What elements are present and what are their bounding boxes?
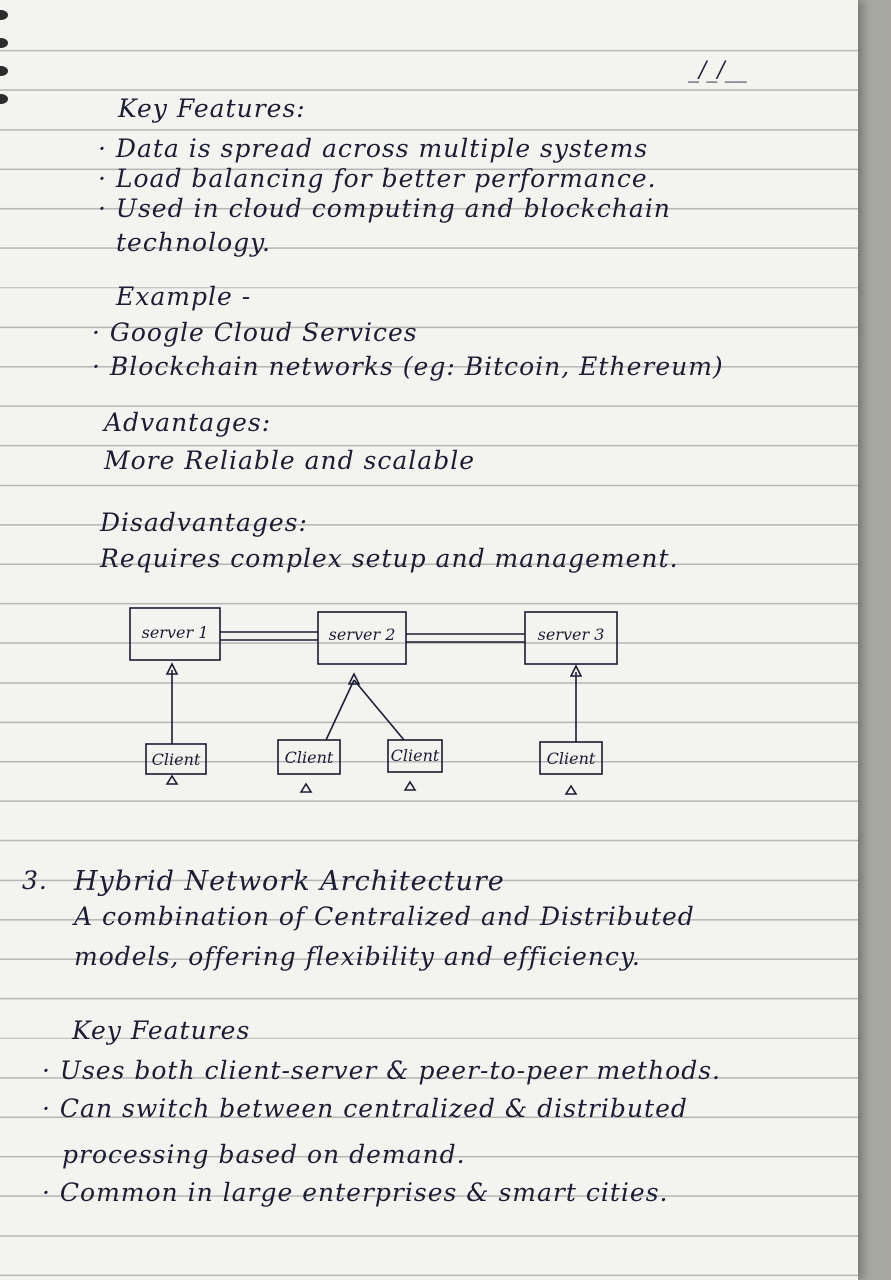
section3-feature-line-4: · Common in large enterprises & smart ci… <box>42 1178 669 1207</box>
section3-key-features-heading: Key Features <box>72 1016 251 1045</box>
section3-feature-text-2: Can switch between centralized & distrib… <box>59 1094 688 1123</box>
client-label-3: Client <box>391 746 440 765</box>
section3-feature-line-3: processing based on demand. <box>62 1140 466 1169</box>
feature-line-4: technology. <box>116 228 271 257</box>
example-text-1: Google Cloud Services <box>109 318 418 347</box>
date-field: _/_/__ <box>688 58 747 83</box>
server-label-2: server 2 <box>329 625 396 644</box>
spiral-binding <box>0 0 10 120</box>
client-label-2: Client <box>285 748 334 767</box>
server-box-2 <box>317 611 407 665</box>
section3-feature-text-4: Common in large enterprises & smart citi… <box>59 1178 669 1207</box>
section3-number: 3. <box>22 866 48 895</box>
client-label-1: Client <box>152 750 201 769</box>
example-text-2: Blockchain networks (eg: Bitcoin, Ethere… <box>109 352 724 381</box>
feature-text-3: Used in cloud computing and blockchain <box>115 194 671 223</box>
section3-title: Hybrid Network Architecture <box>74 866 505 897</box>
notebook-page: _/_/__ Key Features: · Data is spread ac… <box>0 0 858 1280</box>
key-features-heading: Key Features: <box>118 94 306 123</box>
feature-text-1: Data is spread across multiple systems <box>115 134 649 163</box>
client-box-3 <box>387 739 443 773</box>
diagram-svg: server 1 server 2 server 3 Client Client… <box>129 607 618 795</box>
client-box-2 <box>277 739 341 775</box>
feature-text-2: Load balancing for better performance. <box>115 164 657 193</box>
server-box-3 <box>524 611 618 665</box>
network-diagram: server 1 server 2 server 3 Client Client… <box>120 600 640 800</box>
client-label-4: Client <box>547 749 596 768</box>
server-box-1 <box>129 607 221 661</box>
section3-feature-line-1: · Uses both client-server & peer-to-peer… <box>42 1056 722 1085</box>
disadvantages-heading: Disadvantages: <box>100 508 308 537</box>
disadvantages-text: Requires complex setup and management. <box>100 544 679 573</box>
section3-desc-1: A combination of Centralized and Distrib… <box>74 902 695 931</box>
section3-feature-line-2: · Can switch between centralized & distr… <box>42 1094 688 1123</box>
feature-line-1: · Data is spread across multiple systems <box>98 134 649 163</box>
feature-line-3: · Used in cloud computing and blockchain <box>98 194 671 223</box>
client-box-1 <box>145 743 207 775</box>
advantages-heading: Advantages: <box>104 408 272 437</box>
example-heading: Example - <box>116 282 252 311</box>
example-line-2: · Blockchain networks (eg: Bitcoin, Ethe… <box>92 352 724 381</box>
client-box-4 <box>539 741 603 775</box>
example-line-1: · Google Cloud Services <box>92 318 418 347</box>
server-label-1: server 1 <box>142 623 209 642</box>
section3-feature-text-1: Uses both client-server & peer-to-peer m… <box>59 1056 722 1085</box>
feature-line-2: · Load balancing for better performance. <box>98 164 657 193</box>
section3-desc-2: models, offering flexibility and efficie… <box>74 942 641 971</box>
advantages-text: More Reliable and scalable <box>104 446 475 475</box>
server-label-3: server 3 <box>538 625 605 644</box>
